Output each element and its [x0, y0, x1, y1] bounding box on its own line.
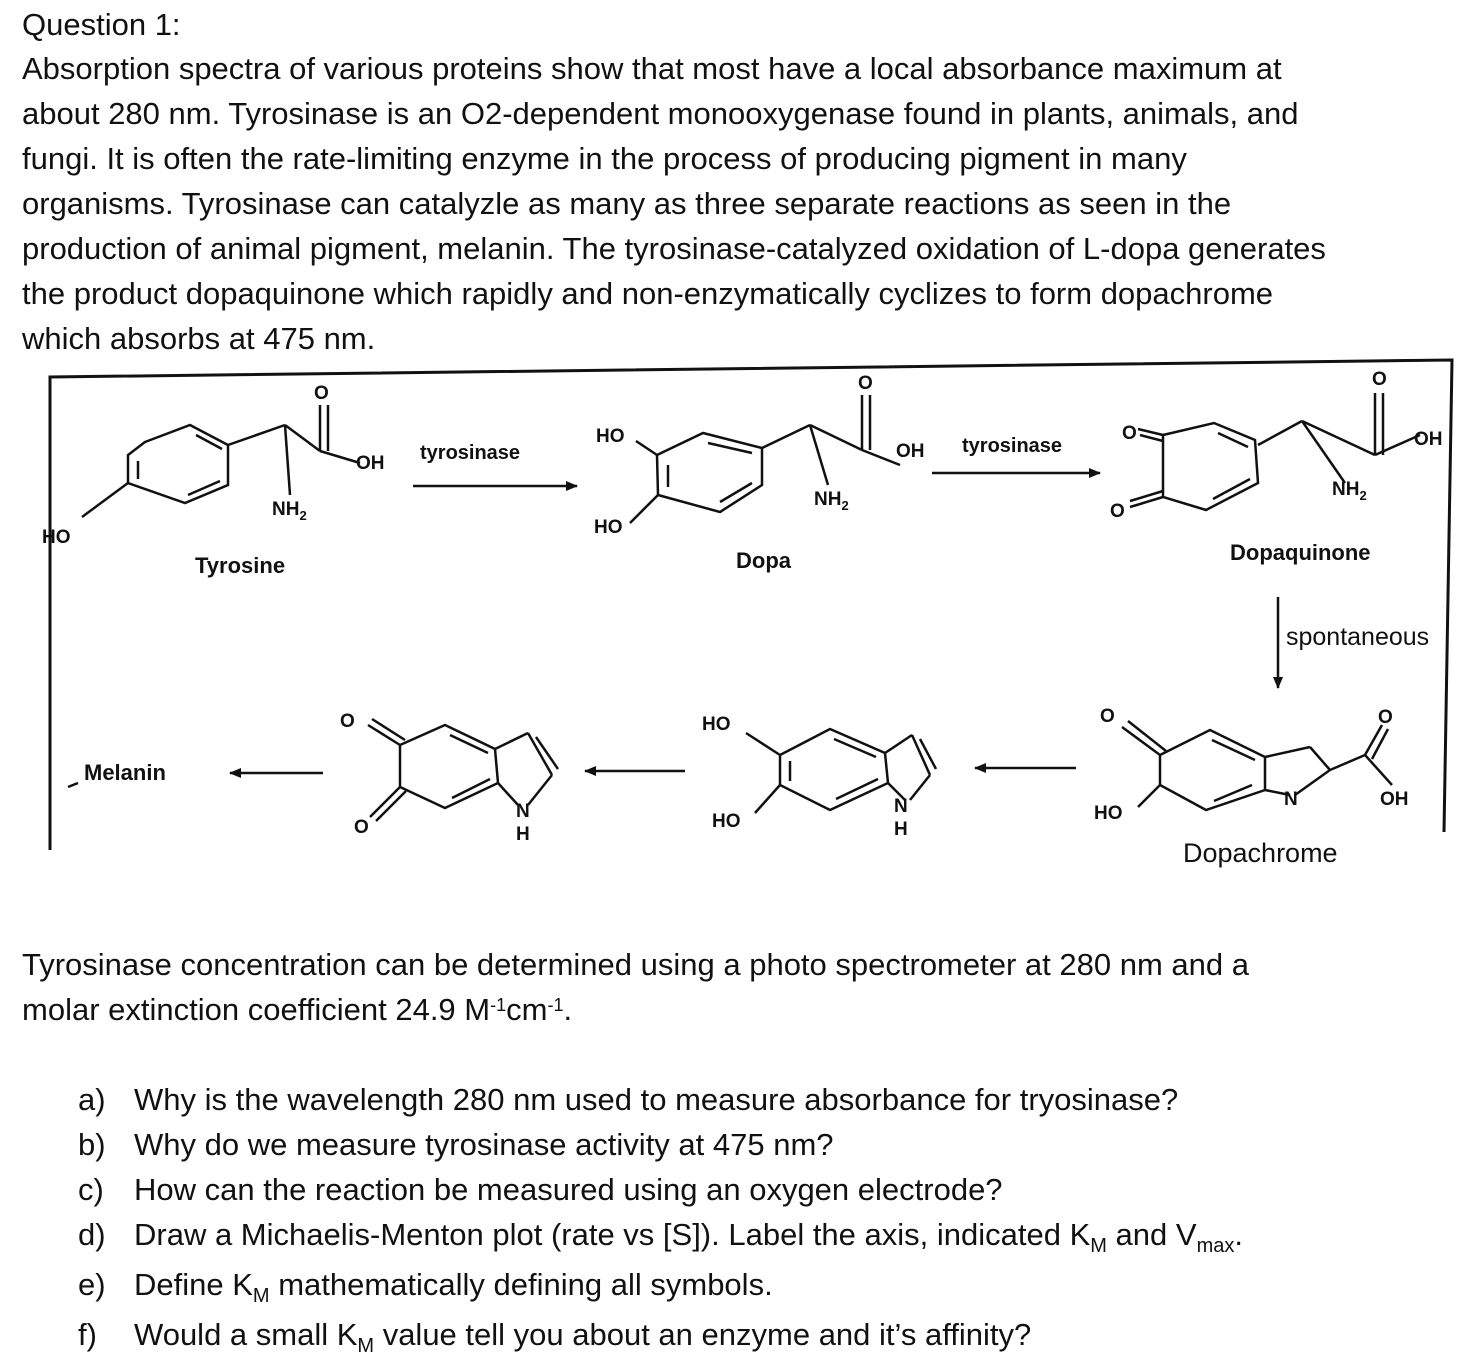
intro-line: fungi. It is often the rate-limiting enz… [22, 141, 1187, 176]
caption-tyrosine: Tyrosine [195, 553, 285, 578]
dihydroxyindole-structure [745, 727, 938, 814]
group-ho: HO [712, 811, 741, 832]
group-ho: HO [594, 517, 623, 538]
intro-line: which absorbs at 475 nm. [22, 321, 376, 356]
group-o: O [858, 373, 873, 394]
question-item-b: b)Why do we measure tyrosinase activity … [78, 1127, 834, 1162]
group-ho: HO [702, 714, 731, 735]
group-o: O [1110, 501, 1125, 522]
group-o: O [1378, 707, 1393, 728]
measurement-paragraph: Tyrosinase concentration can be determin… [22, 942, 1249, 1032]
scheme-frame [48, 358, 1454, 850]
group-oh: OH [1414, 429, 1443, 450]
question-title: Question 1: [22, 7, 181, 42]
intro-line: production of animal pigment, melanin. T… [22, 231, 1326, 266]
group-o: O [354, 817, 369, 838]
group-o: O [340, 711, 355, 732]
arrow-label-step3: spontaneous [1286, 623, 1429, 651]
caption-dopa: Dopa [736, 548, 792, 573]
question-item-f: f)Would a small KM value tell you about … [78, 1317, 1032, 1357]
dopa-structure [629, 395, 901, 524]
question-item-e: e)Define KM mathematically defining all … [78, 1267, 773, 1307]
question-item-c: c)How can the reaction be measured using… [78, 1172, 1003, 1207]
question-item-a: a)Why is the wavelength 280 nm used to m… [78, 1082, 1179, 1117]
intro-line: Absorption spectra of various proteins s… [22, 51, 1282, 86]
dopachrome-structure [1121, 720, 1393, 812]
group-n: N [894, 796, 908, 817]
question-list: a)Why is the wavelength 280 nm used to m… [78, 1077, 1243, 1362]
group-ho: HO [596, 426, 625, 447]
group-nh2: NH2 [272, 499, 307, 523]
arrow-label-step2: tyrosinase [962, 435, 1062, 457]
group-o: O [1122, 423, 1137, 444]
group-o: O [1100, 706, 1115, 727]
intro-line: the product dopaquinone which rapidly an… [22, 276, 1274, 311]
indolequinone-structure [367, 717, 560, 822]
melanin-pathway-scheme: HO OH O NH2 HO HO OH O NH2 O O O OH NH2 … [42, 358, 1454, 868]
tyrosine-structure [81, 405, 361, 519]
dopaquinone-structure [1129, 393, 1421, 512]
group-o: O [314, 383, 329, 404]
measurement-line: Tyrosinase concentration can be determin… [22, 947, 1249, 982]
group-oh: OH [896, 441, 925, 462]
intro-paragraph: Absorption spectra of various proteins s… [22, 46, 1472, 361]
melanin-dash [67, 781, 79, 789]
group-nh2: NH2 [814, 489, 849, 513]
caption-melanin: Melanin [84, 760, 166, 785]
group-h: H [516, 824, 530, 845]
group-n: N [1284, 789, 1298, 810]
group-nh2: NH2 [1332, 479, 1367, 503]
group-h: H [894, 819, 908, 840]
group-ho: HO [1094, 803, 1123, 824]
intro-line: about 280 nm. Tyrosinase is an O2-depend… [22, 96, 1299, 131]
group-oh: OH [356, 453, 385, 474]
measurement-line: molar extinction coefficient 24.9 M-1cm-… [22, 992, 573, 1027]
question-item-d: d)Draw a Michaelis-Menton plot (rate vs … [78, 1217, 1243, 1257]
intro-line: organisms. Tyrosinase can catalyzle as m… [22, 186, 1232, 221]
group-ho: HO [42, 527, 71, 548]
group-o: O [1372, 369, 1387, 390]
caption-dopaquinone: Dopaquinone [1230, 540, 1371, 565]
group-oh: OH [1380, 789, 1409, 810]
caption-dopachrome: Dopachrome [1183, 838, 1338, 868]
group-n: N [516, 801, 530, 822]
arrow-label-step1: tyrosinase [420, 442, 520, 464]
